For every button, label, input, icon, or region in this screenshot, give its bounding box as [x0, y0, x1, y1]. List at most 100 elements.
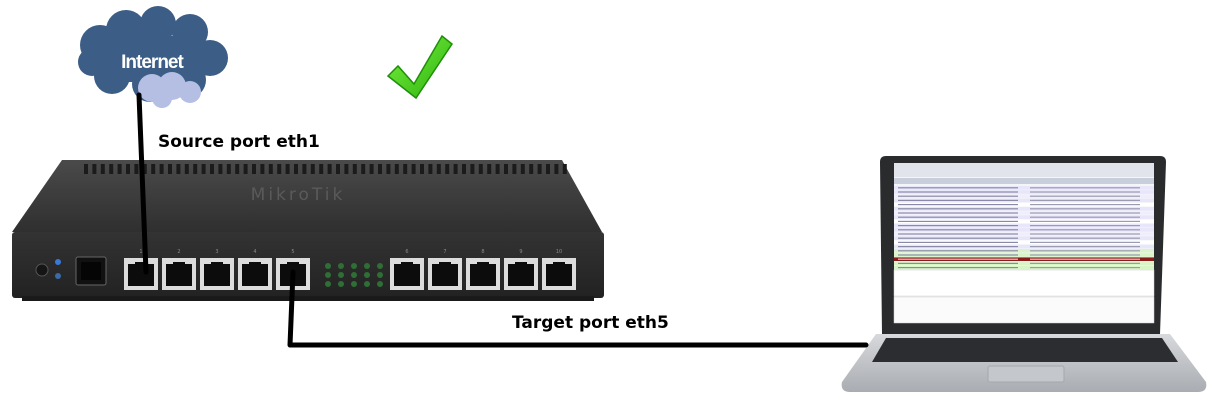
- packet-row-text: [898, 199, 1018, 201]
- vent-slot: [529, 164, 534, 174]
- port-number-label: 9: [519, 249, 522, 255]
- port-led: [351, 281, 357, 287]
- port-led: [364, 281, 370, 287]
- vent-slot: [546, 164, 550, 174]
- port-number-label: 2: [177, 249, 180, 255]
- vent-slot: [520, 164, 525, 174]
- vent-slot: [428, 164, 433, 174]
- packet-row-text: [898, 208, 1018, 210]
- packet-row: [894, 186, 1154, 190]
- packet-row-text: [898, 212, 1018, 214]
- vent-slot: [277, 164, 282, 174]
- vent-slot: [243, 164, 248, 174]
- packet-row-text: [898, 204, 1018, 206]
- vent-slot: [411, 164, 416, 174]
- vent-slot: [562, 164, 567, 174]
- laptop-keyboard: [872, 338, 1178, 362]
- packet-row-info: [1030, 212, 1140, 214]
- cloud-light-shape: [138, 72, 201, 108]
- packet-detail-pane: [893, 269, 1155, 297]
- packet-row-text: [898, 246, 1018, 248]
- target-cable: [287, 269, 869, 348]
- port-led: [338, 281, 344, 287]
- packet-row-text: [898, 195, 1018, 197]
- vent-slot: [403, 164, 408, 174]
- packet-row-text: [898, 262, 1018, 264]
- vent-slot: [268, 164, 273, 174]
- ethernet-port-notch: [173, 262, 185, 266]
- ethernet-port-notch: [477, 262, 489, 266]
- vent-slot: [151, 164, 156, 174]
- vent-slot: [554, 164, 559, 174]
- vent-slot: [260, 164, 265, 174]
- port-led: [351, 263, 357, 269]
- port-led-grid: [325, 263, 383, 287]
- vent-slot: [226, 164, 231, 174]
- ethernet-port-notch: [515, 262, 527, 266]
- ethernet-port-socket: [470, 264, 496, 286]
- packet-row-text: [898, 216, 1018, 218]
- packet-row: [894, 190, 1154, 194]
- vent-slot: [487, 164, 492, 174]
- packet-row-info: [1030, 237, 1140, 239]
- port-led: [325, 263, 331, 269]
- vent-slot: [142, 164, 147, 174]
- port-led: [338, 272, 344, 278]
- cables: [136, 92, 869, 348]
- vent-slot: [252, 164, 256, 174]
- target-port-label: Target port eth5: [512, 313, 669, 333]
- router-brand: MikroTik: [251, 185, 346, 205]
- packet-row: [894, 232, 1154, 236]
- ethernet-port-socket: [394, 264, 420, 286]
- vent-slot: [537, 164, 542, 174]
- packet-row-text: [898, 241, 1018, 243]
- packet-row-info: [1030, 208, 1140, 210]
- packet-row-info: [1030, 262, 1140, 264]
- packet-row-text: [898, 254, 1018, 256]
- packet-row-info: [1030, 220, 1140, 222]
- packet-row: [894, 207, 1154, 211]
- port-led: [325, 281, 331, 287]
- vent-slot: [184, 164, 189, 174]
- packet-row: [894, 236, 1154, 240]
- packet-row: [894, 215, 1154, 219]
- cloud-label: Internet: [121, 52, 184, 73]
- vent-slot: [436, 164, 441, 174]
- packet-row-info: [1030, 195, 1140, 197]
- port-led: [351, 272, 357, 278]
- source-port-label: Source port eth1: [158, 132, 320, 152]
- vent-slot: [84, 164, 88, 174]
- ethernet-port-notch: [211, 262, 223, 266]
- packet-row-text: [898, 187, 1018, 189]
- port-number-label: 3: [215, 249, 218, 255]
- port-number-label: 10: [556, 249, 562, 255]
- vent-slot: [159, 164, 164, 174]
- packet-row: [894, 223, 1154, 228]
- packet-list: [894, 186, 1154, 270]
- vent-slot: [445, 164, 450, 174]
- ethernet-port-socket: [128, 264, 154, 286]
- ethernet-port-socket: [242, 264, 268, 286]
- packet-row-info: [1030, 241, 1140, 243]
- packet-row: [894, 228, 1154, 232]
- vent-slot: [462, 164, 466, 174]
- laptop-touchpad: [987, 365, 1065, 383]
- screen-header-row: [894, 178, 1154, 184]
- port-led: [364, 263, 370, 269]
- ethernet-port-socket: [546, 264, 572, 286]
- packet-row-text: [898, 229, 1018, 231]
- checkmark-icon: [386, 34, 454, 100]
- packet-row-info: [1030, 246, 1140, 248]
- vent-slot: [344, 164, 349, 174]
- vent-slot: [126, 164, 130, 174]
- packet-row: [894, 249, 1154, 253]
- vent-slot: [100, 164, 105, 174]
- packet-row-info: [1030, 199, 1140, 201]
- vent-slot: [352, 164, 357, 174]
- port-led: [338, 263, 344, 269]
- packet-row-info: [1030, 233, 1140, 235]
- port-number-label: 6: [405, 249, 408, 255]
- ethernet-port-socket: [508, 264, 534, 286]
